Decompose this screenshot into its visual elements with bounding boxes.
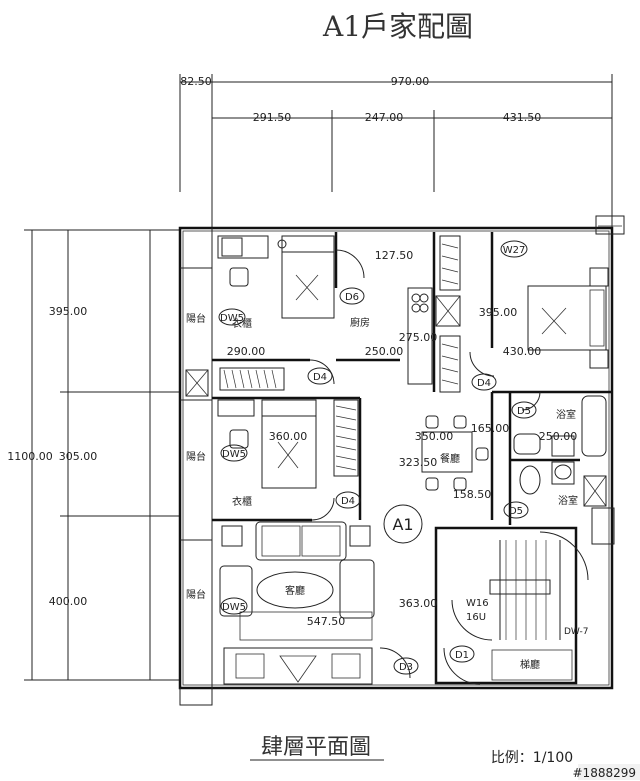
svg-text:DW-7: DW-7 bbox=[564, 627, 588, 637]
dim-left-seg3: 400.00 bbox=[49, 595, 88, 608]
living-label: 客廳 bbox=[285, 584, 305, 597]
dim-top-seg2: 247.00 bbox=[365, 111, 404, 124]
svg-text:250.00: 250.00 bbox=[539, 430, 578, 443]
unit-marker bbox=[383, 504, 423, 544]
plan-title: A1戶家配圖 bbox=[322, 10, 473, 43]
dim-top-seg3: 431.50 bbox=[503, 111, 542, 124]
top-dimensions: 82.50 970.00 291.50 247.00 431.50 bbox=[179, 74, 613, 228]
svg-text:陽台: 陽台 bbox=[186, 450, 206, 463]
watermark: #1888299 bbox=[573, 766, 637, 780]
svg-text:D3: D3 bbox=[399, 662, 413, 673]
svg-text:陽台: 陽台 bbox=[186, 312, 206, 325]
svg-text:16U: 16U bbox=[466, 612, 486, 623]
bathrooms: 浴室 浴室 bbox=[513, 395, 615, 545]
stair-core: 梯廳 W16 16U DW-7 bbox=[451, 531, 589, 681]
stair-label: 梯廳 bbox=[520, 658, 540, 671]
svg-text:浴室: 浴室 bbox=[558, 494, 578, 507]
svg-text:D4: D4 bbox=[477, 378, 491, 389]
tags: D6 DW5 D4 D4 D4 DW5 DW5 W27 D5 D5 D3 D1 bbox=[218, 240, 537, 675]
svg-text:360.00: 360.00 bbox=[269, 430, 308, 443]
svg-text:363.00: 363.00 bbox=[399, 597, 438, 610]
living-room: 客廳 陽台 bbox=[186, 521, 375, 685]
w16-label: W16 bbox=[466, 598, 489, 609]
svg-text:D5: D5 bbox=[509, 506, 523, 517]
svg-text:430.00: 430.00 bbox=[503, 345, 542, 358]
svg-text:衣櫃: 衣櫃 bbox=[232, 317, 252, 330]
svg-text:290.00: 290.00 bbox=[227, 345, 266, 358]
bedroom2: 衣櫃 陽台 bbox=[186, 399, 317, 508]
svg-text:250.00: 250.00 bbox=[365, 345, 404, 358]
svg-text:323.50: 323.50 bbox=[399, 456, 438, 469]
dining-label: 餐廳 bbox=[440, 452, 460, 465]
svg-text:D4: D4 bbox=[341, 496, 355, 507]
room-dimensions: 127.50 395.00 290.00 250.00 275.00 430.0… bbox=[227, 249, 578, 628]
svg-text:D6: D6 bbox=[345, 292, 359, 303]
svg-text:D5: D5 bbox=[517, 406, 531, 417]
kitchen-label: 廚房 bbox=[350, 316, 370, 329]
dim-top-left: 82.50 bbox=[180, 75, 212, 88]
svg-text:衣櫃: 衣櫃 bbox=[232, 495, 252, 508]
svg-text:DW5: DW5 bbox=[220, 313, 244, 324]
svg-text:395.00: 395.00 bbox=[479, 306, 518, 319]
svg-text:275.00: 275.00 bbox=[399, 331, 438, 344]
outer-walls bbox=[178, 226, 614, 706]
dim-left-seg2: 305.00 bbox=[59, 450, 98, 463]
wardrobes bbox=[185, 367, 359, 477]
doors bbox=[309, 249, 541, 685]
left-dimensions: 395.00 1100.00 305.00 400.00 bbox=[7, 229, 180, 681]
svg-text:D1: D1 bbox=[455, 650, 469, 661]
unit-label: A1 bbox=[392, 515, 413, 534]
bedroom1: 衣櫃 陽台 bbox=[186, 235, 335, 330]
master-bedroom bbox=[527, 215, 625, 369]
svg-text:浴室: 浴室 bbox=[556, 408, 576, 421]
svg-text:350.00: 350.00 bbox=[415, 430, 454, 443]
dim-left-total: 1100.00 bbox=[7, 450, 53, 463]
floor-subtitle: 肆層平面圖 bbox=[261, 735, 371, 760]
dining: 餐廳 bbox=[421, 415, 489, 491]
svg-text:165.00: 165.00 bbox=[471, 422, 510, 435]
svg-text:W27: W27 bbox=[503, 245, 526, 256]
scale-label: 比例：1/100 bbox=[491, 750, 573, 766]
dim-top-overall: 970.00 bbox=[391, 75, 430, 88]
dim-left-seg1: 395.00 bbox=[49, 305, 88, 318]
dim-top-seg1: 291.50 bbox=[253, 111, 292, 124]
svg-text:547.50: 547.50 bbox=[307, 615, 346, 628]
kitchen: 廚房 bbox=[350, 235, 461, 393]
svg-text:DW5: DW5 bbox=[222, 602, 246, 613]
svg-text:D4: D4 bbox=[313, 372, 327, 383]
svg-text:158.50: 158.50 bbox=[453, 488, 492, 501]
svg-text:陽台: 陽台 bbox=[186, 588, 206, 601]
svg-text:DW5: DW5 bbox=[222, 449, 246, 460]
svg-text:127.50: 127.50 bbox=[375, 249, 414, 262]
